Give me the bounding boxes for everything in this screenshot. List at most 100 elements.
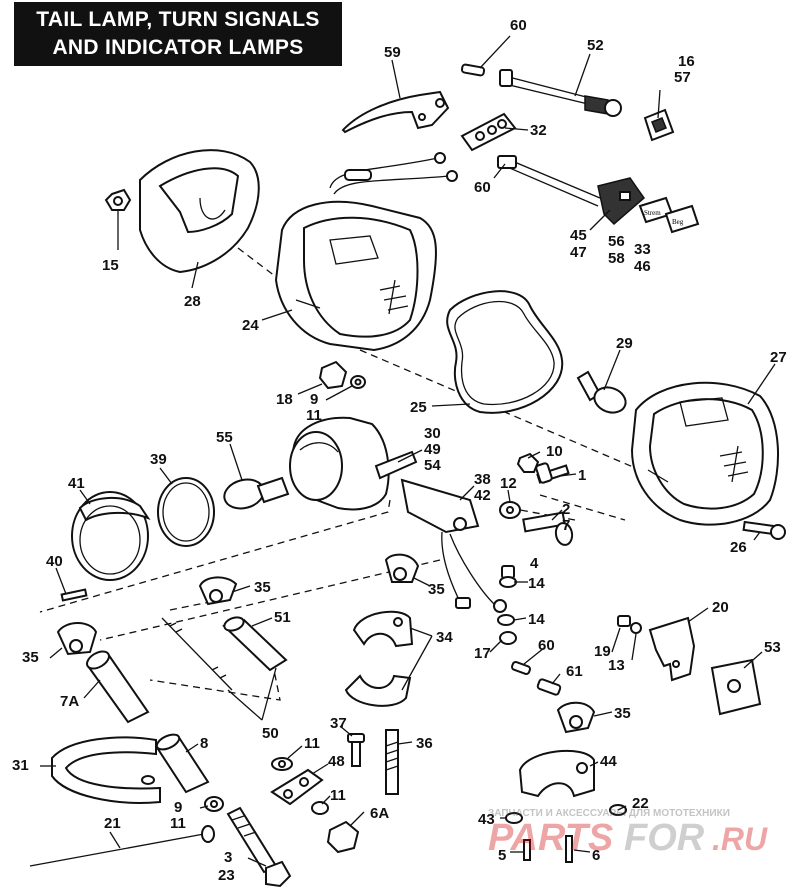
part-20-mounting-bracket xyxy=(648,616,696,682)
label-19: 19 xyxy=(594,643,611,660)
part-numbers: 60 52 16 57 59 32 60 15 28 45 47 56 58 3… xyxy=(12,17,787,884)
label-41: 41 xyxy=(68,475,85,492)
part-27-tail-lamp-lens xyxy=(630,381,779,526)
label-20: 20 xyxy=(712,599,729,616)
label-8: 8 xyxy=(200,735,208,752)
label-1: 1 xyxy=(578,467,586,484)
part-12-washer xyxy=(499,501,521,519)
label-21: 21 xyxy=(104,815,121,832)
label-6: 6 xyxy=(592,847,600,864)
label-7A: 7A xyxy=(60,693,79,710)
part-13-washer xyxy=(630,622,642,634)
part-29-bulb xyxy=(576,370,627,414)
label-5: 5 xyxy=(498,847,506,864)
part-28-lens-gasket xyxy=(139,149,260,274)
label-11-d: 11 xyxy=(330,787,346,804)
decal-56-text: Strem xyxy=(644,209,661,217)
part-26-screw xyxy=(742,520,786,540)
label-10: 10 xyxy=(546,443,563,460)
part-40-screw xyxy=(60,588,88,602)
label-32: 32 xyxy=(530,122,547,139)
decal-33-text: Beg xyxy=(672,218,684,226)
part-5-screw xyxy=(523,839,531,861)
label-27: 27 xyxy=(770,349,787,366)
label-54: 54 xyxy=(424,457,441,474)
label-57: 57 xyxy=(674,69,691,86)
label-15: 15 xyxy=(102,257,119,274)
label-44: 44 xyxy=(600,753,617,770)
part-36-bolt xyxy=(385,729,399,795)
label-4: 4 xyxy=(530,555,539,572)
label-53: 53 xyxy=(764,639,781,656)
part-17-nut xyxy=(499,631,517,645)
label-17: 17 xyxy=(474,645,491,662)
label-52: 52 xyxy=(587,37,604,54)
part-35-clamp-c xyxy=(56,622,98,656)
part-41-turn-signal-lens xyxy=(71,491,151,581)
label-16: 16 xyxy=(678,53,695,70)
label-22: 22 xyxy=(632,795,649,812)
part-61-socket xyxy=(536,678,562,696)
watermark: ЗАПЧАСТИ И АКСЕССУАРЫ ДЛЯ МОТОТЕХНИКИ PA… xyxy=(488,808,768,859)
part-37-screw xyxy=(347,733,365,767)
label-47: 47 xyxy=(570,244,587,261)
watermark-brand-parts: PARTS xyxy=(488,817,613,859)
part-53-bracket xyxy=(710,658,762,716)
label-42: 42 xyxy=(474,487,491,504)
label-49: 49 xyxy=(424,441,441,458)
part-34-handlebar-clamp-upper xyxy=(352,610,414,648)
label-35-b: 35 xyxy=(254,579,271,596)
part-9-11-washer-b xyxy=(204,796,224,812)
label-43: 43 xyxy=(478,811,495,828)
part-6A-nut xyxy=(326,820,360,854)
part-14-washer-a xyxy=(499,576,517,588)
label-6A: 6A xyxy=(370,805,389,822)
part-6-screw xyxy=(565,835,573,863)
part-35-clamp-d xyxy=(556,701,596,734)
diagram-title-box: TAIL LAMP, TURN SIGNALS AND INDICATOR LA… xyxy=(14,2,342,66)
label-11-c: 11 xyxy=(170,815,186,832)
label-51: 51 xyxy=(274,609,291,626)
label-55: 55 xyxy=(216,429,233,446)
label-13: 13 xyxy=(608,657,625,674)
label-58: 58 xyxy=(608,250,625,267)
part-8-spacer xyxy=(154,733,210,794)
label-24: 24 xyxy=(242,317,259,334)
label-18: 18 xyxy=(276,391,293,408)
part-59-bracket xyxy=(341,90,450,134)
part-11-washer-c xyxy=(311,801,329,815)
part-25-housing-gasket xyxy=(446,290,564,414)
label-25: 25 xyxy=(410,399,427,416)
title-line-1: TAIL LAMP, TURN SIGNALS xyxy=(36,8,320,31)
part-9-11-washer xyxy=(350,375,366,389)
label-48: 48 xyxy=(328,753,345,770)
label-11: 11 xyxy=(306,407,322,424)
label-12: 12 xyxy=(500,475,517,492)
part-31-strap-bracket xyxy=(51,736,161,804)
label-31: 31 xyxy=(12,757,29,774)
part-60-bulb xyxy=(460,63,486,77)
part-55-bulb xyxy=(223,476,290,510)
part-60-bulb-b xyxy=(511,661,531,675)
part-35-clamp-b xyxy=(198,576,238,606)
part-50-stud xyxy=(161,617,233,691)
part-51-spacer-tube xyxy=(222,616,288,672)
label-30: 30 xyxy=(424,425,441,442)
part-18-nut xyxy=(318,360,348,390)
label-2: 2 xyxy=(562,501,570,518)
label-45: 45 xyxy=(570,227,587,244)
part-14-washer-b xyxy=(497,614,515,626)
part-32-mounting-plate xyxy=(460,112,517,152)
label-11-b: 11 xyxy=(304,735,320,752)
part-15-nut xyxy=(104,188,132,211)
title-line-2: AND INDICATOR LAMPS xyxy=(52,36,304,59)
leader-lines xyxy=(40,35,776,867)
label-36: 36 xyxy=(416,735,433,752)
part-44-handlebar-clamp xyxy=(518,749,595,798)
part-48-plate xyxy=(270,768,324,806)
label-60-b: 60 xyxy=(474,179,491,196)
part-38-42-mounting-clamp xyxy=(400,478,507,613)
label-35-a: 35 xyxy=(428,581,445,598)
